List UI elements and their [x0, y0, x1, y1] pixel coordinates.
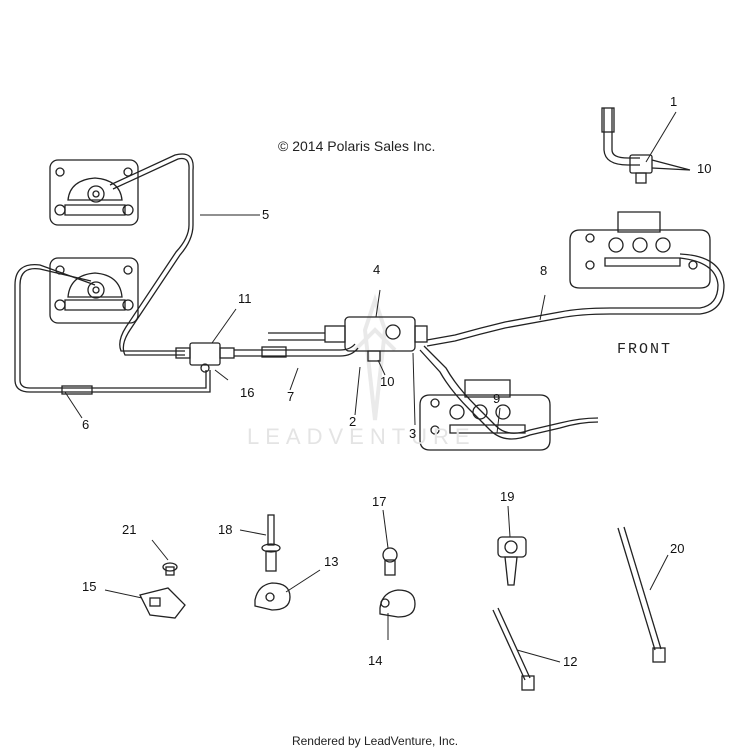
- callout-1: 1: [670, 94, 678, 109]
- brake-line-7: [234, 343, 356, 351]
- rear-caliper-upper: [49, 159, 139, 226]
- copyright-text: © 2014 Polaris Sales Inc.: [278, 138, 436, 154]
- callout-8: 8: [540, 263, 548, 278]
- callout-9: 9: [493, 391, 501, 406]
- part-19-clip: [497, 536, 527, 586]
- front-caliper-upper: [569, 211, 711, 289]
- callout-10b: 10: [697, 161, 712, 176]
- part-21-screw: [162, 562, 178, 576]
- callout-21: 21: [122, 522, 137, 537]
- rear-caliper-lower: [49, 257, 139, 324]
- leader-lines: [64, 111, 677, 663]
- callout-5: 5: [262, 207, 270, 222]
- callout-18: 18: [218, 522, 233, 537]
- callout-16: 16: [240, 385, 255, 400]
- brake-line-5: [109, 153, 194, 356]
- part-17-bolt: [382, 547, 398, 576]
- part-18-rivet: [261, 514, 281, 572]
- callout-13: 13: [324, 554, 339, 569]
- callout-12: 12: [563, 654, 578, 669]
- master-cylinder: [268, 316, 428, 362]
- part-20-cable-tie: [617, 526, 666, 663]
- front-label: FRONT: [617, 341, 673, 358]
- brake-line-9: [419, 349, 599, 440]
- callout-19: 19: [500, 489, 515, 504]
- part-15-bracket: [139, 587, 186, 619]
- brake-line-8: [426, 257, 719, 341]
- callout-4: 4: [373, 262, 381, 277]
- callout-3: 3: [409, 426, 417, 441]
- callout-6: 6: [82, 417, 90, 432]
- banjo-bolt: [601, 107, 691, 184]
- footer-text: Rendered by LeadVenture, Inc.: [291, 734, 459, 748]
- callout-15: 15: [82, 579, 97, 594]
- part-12-cable-tie: [492, 607, 535, 691]
- watermark-logo: [353, 293, 397, 421]
- junction-block: [175, 342, 235, 373]
- watermark-text: LEADVENTURE: [247, 424, 476, 449]
- front-caliper-lower: [419, 379, 551, 451]
- callout-20: 20: [670, 541, 685, 556]
- brake-line-6: [14, 264, 211, 393]
- callout-17: 17: [372, 494, 387, 509]
- callout-14: 14: [368, 653, 383, 668]
- callout-7: 7: [287, 389, 295, 404]
- callout-10a: 10: [380, 374, 395, 389]
- part-13-clamp: [254, 582, 291, 611]
- callout-2: 2: [349, 414, 357, 429]
- callout-11: 11: [238, 291, 252, 306]
- part-14-clamp: [379, 589, 416, 618]
